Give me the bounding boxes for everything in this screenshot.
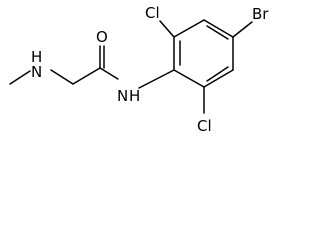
bond-amide-n-ring <box>138 69 175 89</box>
atom-label-methyl-h: H <box>31 48 42 66</box>
molecule-drawing: H N O N H Cl Br Cl <box>9 4 269 135</box>
bond-ring-br <box>232 21 253 38</box>
ring-bond-2 <box>173 19 205 38</box>
bonds <box>9 19 253 114</box>
ring-bond-5 <box>203 69 234 88</box>
atom-label-methyl-n: N <box>31 63 42 81</box>
atom-labels: H N O N H Cl Br Cl <box>31 4 269 135</box>
ring-bond-3 <box>203 19 234 38</box>
atom-label-carbonyl-o: O <box>96 28 108 46</box>
atom-label-br: Br <box>252 5 269 23</box>
atom-label-cl-top: Cl <box>145 4 160 22</box>
atom-label-amide-n: N <box>117 87 128 105</box>
atom-label-cl-bottom: Cl <box>197 117 212 135</box>
bond-ch2-carbonyl <box>72 67 101 85</box>
structure-diagram: H N O N H Cl Br Cl <box>9 4 270 135</box>
bond-carbonyl-amide-n <box>99 67 119 80</box>
bond-nh-ch2 <box>50 69 74 85</box>
ring-inner-2 <box>206 25 229 40</box>
ring-inner-3 <box>206 66 229 82</box>
atom-label-amide-h: H <box>129 87 140 105</box>
bond-ring-cl-top <box>159 20 175 38</box>
bond-methyl-nh <box>9 70 31 85</box>
ring-bond-6 <box>173 69 205 88</box>
